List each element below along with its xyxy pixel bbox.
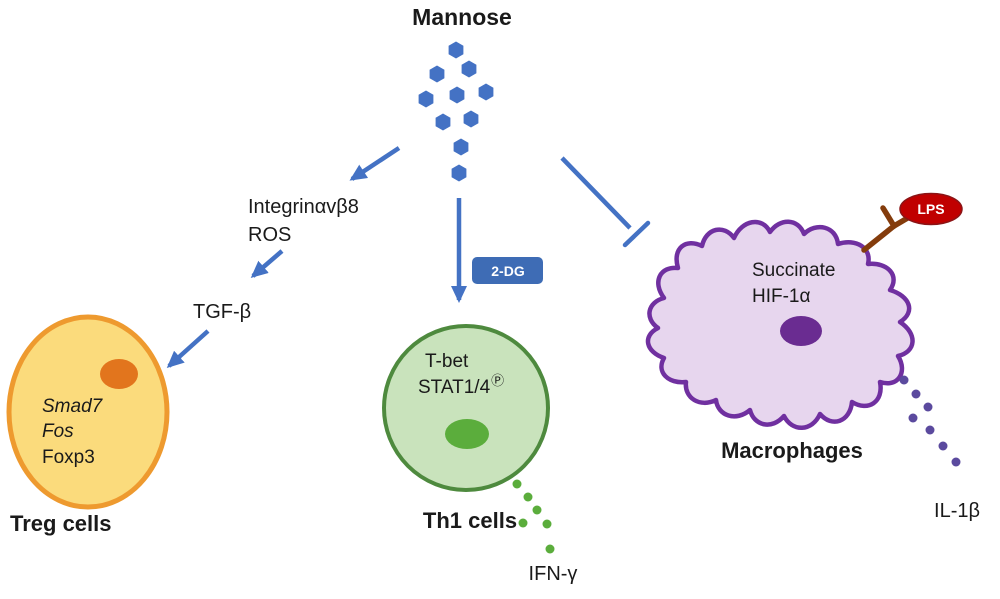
left-pathway: Integrinαvβ8 ROS TGF-β <box>193 196 359 323</box>
mannose-hexagon-icon <box>451 164 467 182</box>
macrophage-body <box>645 219 915 430</box>
th1-stat-text: STAT1/4 <box>418 377 491 398</box>
tgf-beta-label: TGF-β <box>193 301 251 323</box>
th1-stat-superscript: Ⓟ <box>491 373 504 388</box>
th1-cell-body <box>382 324 550 492</box>
th1-cell-nucleus <box>445 419 489 449</box>
il1b-label: IL-1β <box>934 500 980 522</box>
inhibition-line-mannose-to-macrophage <box>560 156 651 248</box>
mannose-hexagon-icon <box>429 65 445 83</box>
hif1a-label: HIF-1α <box>752 286 811 307</box>
mannose-hexagon-icon <box>453 138 469 156</box>
macrophage-nucleus <box>780 316 822 346</box>
mannose-hexagon-icon <box>463 110 479 128</box>
treg-cells-label: Treg cells <box>10 511 112 536</box>
treg-gene-fos: Fos <box>42 421 74 442</box>
mannose-hexagon-icon <box>478 83 494 101</box>
th1-cell: T-bet STAT1/4Ⓟ Th1 cells IFN-γ <box>382 324 578 585</box>
integrin-label: Integrinαvβ8 <box>248 196 359 218</box>
ros-label: ROS <box>248 224 291 246</box>
mannose-hexagon-icon <box>435 113 451 131</box>
arrow-mannose-to-integrin <box>349 146 401 181</box>
treg-gene-foxp3: Foxp3 <box>42 447 95 468</box>
mannose-hexagon-icon <box>448 41 464 59</box>
th1-stat-label: STAT1/4Ⓟ <box>418 373 504 398</box>
treg-gene-smad7: Smad7 <box>42 396 104 417</box>
arrow-tgfb-to-treg <box>166 329 210 369</box>
lps-label: LPS <box>917 201 944 217</box>
ifn-gamma-label: IFN-γ <box>529 563 578 585</box>
mannose-hexagon-icon <box>449 86 465 104</box>
treg-cell: Smad7 Fos Foxp3 Treg cells <box>6 314 170 536</box>
mannose-hexagon-icon <box>418 90 434 108</box>
il1b-dots <box>899 375 961 467</box>
succinate-label: Succinate <box>752 260 835 281</box>
macrophages-label: Macrophages <box>721 438 863 463</box>
th1-tbet-label: T-bet <box>425 351 469 372</box>
mannose-molecule-cluster <box>418 41 494 182</box>
lps-oval <box>899 192 963 226</box>
two-dg-tag: 2-DG <box>472 257 543 284</box>
arrow-integrin-to-tgfb <box>250 249 284 278</box>
mannose-hexagon-icon <box>461 60 477 78</box>
th1-cells-label: Th1 cells <box>423 508 517 533</box>
title-mannose: Mannose <box>412 4 512 30</box>
ifn-gamma-dots <box>512 479 555 554</box>
macrophage-cell: LPS Succinate HIF-1α Macrophages IL-1β <box>645 192 980 522</box>
two-dg-box <box>472 257 543 284</box>
treg-cell-nucleus <box>100 359 138 389</box>
two-dg-label: 2-DG <box>491 263 525 279</box>
